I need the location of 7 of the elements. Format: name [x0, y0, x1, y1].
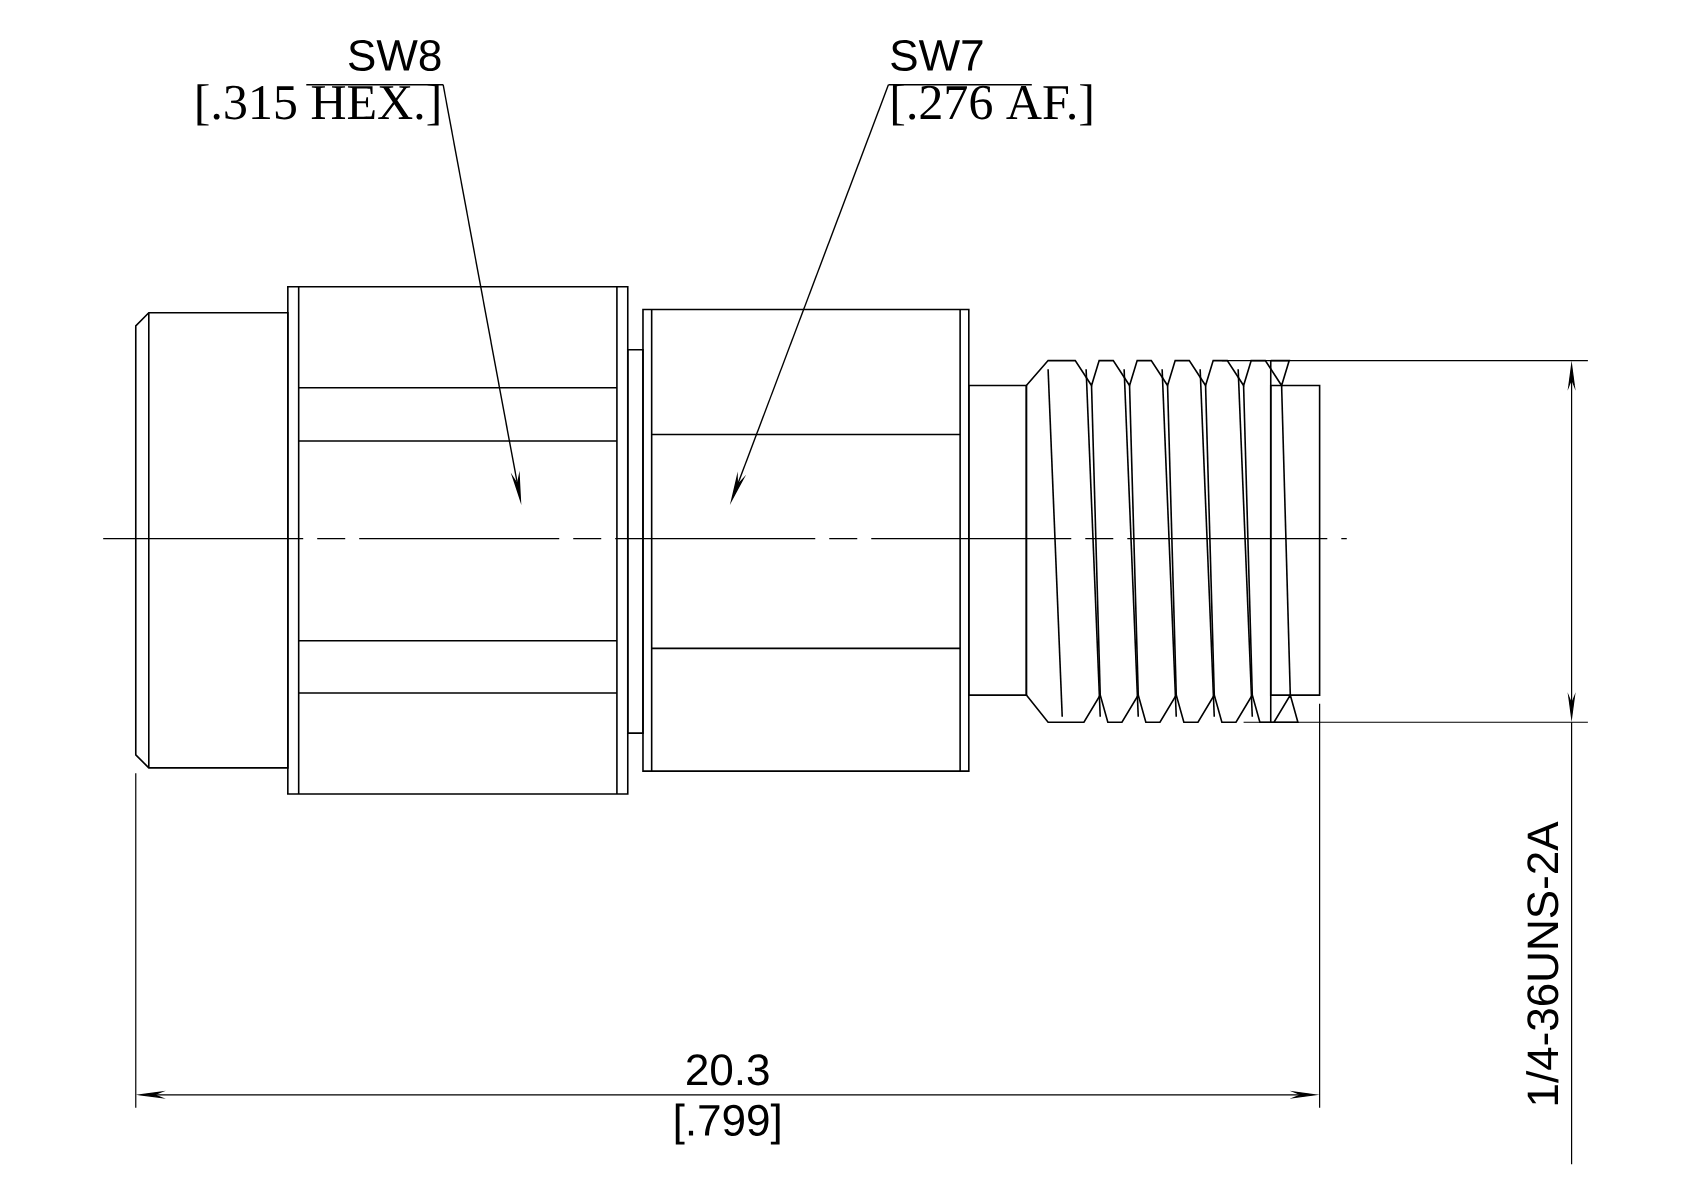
coupling-body [642, 308, 970, 772]
wrench-size-callout: SW7 [.276 AF.] [887, 39, 1092, 126]
dimension-value: [.799] [675, 1103, 780, 1145]
wrench-size-callout: SW8 [.315 HEX.] [197, 39, 444, 126]
thread-spec-label: 1/4-36UNS-2A [1526, 821, 1559, 1104]
hex-nut [287, 285, 629, 795]
dimension-value: 20.3 [687, 1054, 769, 1086]
